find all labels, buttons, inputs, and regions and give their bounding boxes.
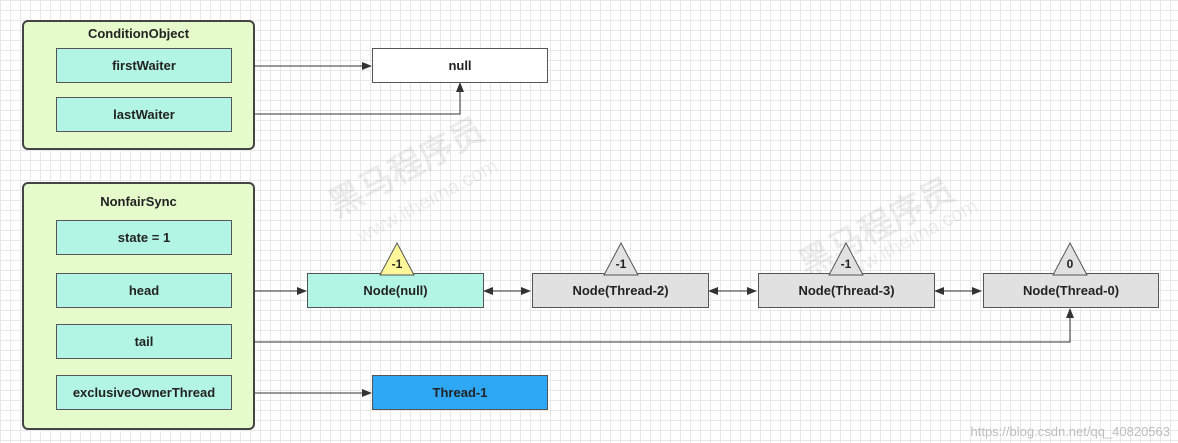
node-null: Node(null) — [307, 273, 484, 308]
wait-status-marker: -1 — [379, 242, 415, 276]
footer-url: https://blog.csdn.net/qq_40820563 — [970, 424, 1171, 439]
node-thread-3: Node(Thread-3) — [758, 273, 935, 308]
exclusive-owner-thread-field: exclusiveOwnerThread — [56, 375, 232, 410]
wait-status-marker: -1 — [828, 242, 864, 276]
head-field: head — [56, 273, 232, 308]
node-thread-2: Node(Thread-2) — [532, 273, 709, 308]
arrow-tail-node — [232, 308, 1074, 346]
arrow-lastwaiter-null — [232, 82, 464, 115]
nonfair-sync-title: NonfairSync — [100, 194, 177, 209]
wait-status-label: -1 — [391, 257, 403, 271]
thread-1-box: Thread-1 — [372, 375, 548, 410]
node-thread-0: Node(Thread-0) — [983, 273, 1159, 308]
condition-object-title: ConditionObject — [87, 26, 190, 41]
state-field: state = 1 — [56, 220, 232, 255]
wait-status-label: 0 — [1066, 257, 1074, 271]
wait-status-marker: 0 — [1052, 242, 1088, 276]
null-box: null — [372, 48, 548, 83]
tail-field: tail — [56, 324, 232, 359]
wait-status-label: -1 — [840, 257, 852, 271]
last-waiter-field: lastWaiter — [56, 97, 232, 132]
wait-status-marker: -1 — [603, 242, 639, 276]
first-waiter-field: firstWaiter — [56, 48, 232, 83]
wait-status-label: -1 — [615, 257, 627, 271]
